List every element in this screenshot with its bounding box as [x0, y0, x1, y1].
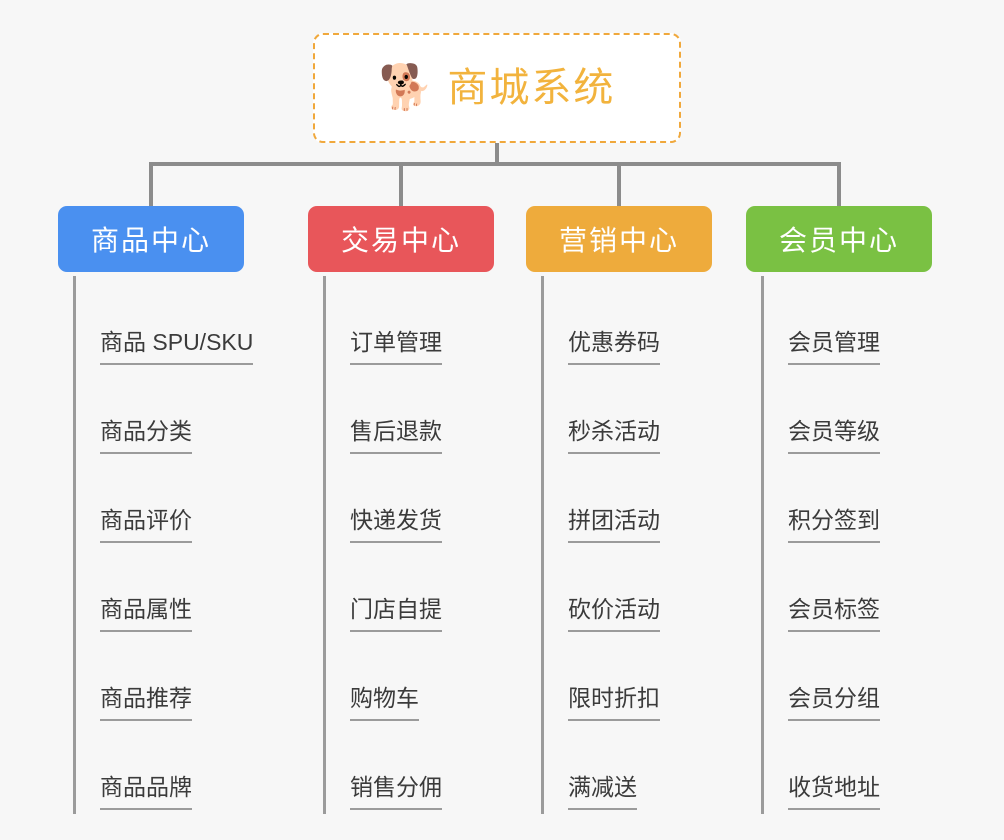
- list-item[interactable]: 商品推荐: [58, 632, 244, 721]
- list-item-label: 砍价活动: [568, 596, 660, 632]
- branch-items-marketing-center: 优惠券码 秒杀活动 拼团活动 砍价活动 限时折扣 满减送: [526, 272, 712, 814]
- list-item-label: 满减送: [568, 774, 637, 810]
- list-item-label: 购物车: [350, 685, 419, 721]
- list-item[interactable]: 商品品牌: [58, 721, 244, 810]
- list-item-label: 销售分佣: [350, 774, 442, 810]
- list-item-label: 会员标签: [788, 596, 880, 632]
- list-item[interactable]: 秒杀活动: [526, 365, 712, 454]
- list-item-label: 门店自提: [350, 596, 442, 632]
- list-item[interactable]: 订单管理: [308, 276, 494, 365]
- branch-items-trade-center: 订单管理 售后退款 快递发货 门店自提 购物车 销售分佣: [308, 272, 494, 814]
- branch-trade-center: 交易中心 订单管理 售后退款 快递发货 门店自提 购物车 销售分佣: [308, 206, 494, 814]
- connector-bus: [149, 162, 841, 166]
- list-item-label: 商品评价: [100, 507, 192, 543]
- list-item[interactable]: 限时折扣: [526, 632, 712, 721]
- branch-header-marketing-center[interactable]: 营销中心: [526, 206, 712, 272]
- branch-spine: [323, 276, 326, 814]
- branch-member-center: 会员中心 会员管理 会员等级 积分签到 会员标签 会员分组 收货地址: [746, 206, 932, 814]
- list-item-label: 会员管理: [788, 329, 880, 365]
- list-item-label: 会员等级: [788, 418, 880, 454]
- connector-drop-1: [149, 162, 153, 208]
- branch-spine: [73, 276, 76, 814]
- list-item[interactable]: 拼团活动: [526, 454, 712, 543]
- list-item[interactable]: 砍价活动: [526, 543, 712, 632]
- branch-spine: [761, 276, 764, 814]
- branch-header-member-center[interactable]: 会员中心: [746, 206, 932, 272]
- list-item[interactable]: 售后退款: [308, 365, 494, 454]
- list-item[interactable]: 销售分佣: [308, 721, 494, 810]
- list-item-label: 商品属性: [100, 596, 192, 632]
- list-item-label: 商品推荐: [100, 685, 192, 721]
- list-item-label: 商品 SPU/SKU: [100, 329, 254, 365]
- connector-drop-3: [617, 162, 621, 208]
- list-item[interactable]: 商品分类: [58, 365, 244, 454]
- branch-title: 营销中心: [558, 225, 679, 256]
- list-item[interactable]: 会员标签: [746, 543, 932, 632]
- list-item[interactable]: 会员等级: [746, 365, 932, 454]
- branch-product-center: 商品中心 商品 SPU/SKU 商品分类 商品评价 商品属性 商品推荐 商品品牌: [58, 206, 254, 814]
- connector-drop-2: [399, 162, 403, 208]
- branch-title: 交易中心: [340, 225, 461, 256]
- list-item[interactable]: 商品 SPU/SKU: [58, 276, 254, 365]
- list-item-label: 商品品牌: [100, 774, 192, 810]
- branch-header-product-center[interactable]: 商品中心: [58, 206, 244, 272]
- list-item-label: 收货地址: [788, 774, 880, 810]
- list-item[interactable]: 收货地址: [746, 721, 932, 810]
- list-item[interactable]: 商品评价: [58, 454, 244, 543]
- list-item[interactable]: 会员分组: [746, 632, 932, 721]
- list-item[interactable]: 满减送: [526, 721, 712, 810]
- list-item[interactable]: 会员管理: [746, 276, 932, 365]
- list-item-label: 优惠券码: [568, 329, 660, 365]
- list-item[interactable]: 积分签到: [746, 454, 932, 543]
- branch-title: 商品中心: [90, 225, 211, 256]
- connector-stem: [495, 143, 499, 164]
- list-item[interactable]: 优惠券码: [526, 276, 712, 365]
- list-item-label: 限时折扣: [568, 685, 660, 721]
- list-item[interactable]: 商品属性: [58, 543, 244, 632]
- root-node[interactable]: 🐕 商城系统: [313, 33, 681, 143]
- branch-spine: [541, 276, 544, 814]
- list-item-label: 会员分组: [788, 685, 880, 721]
- list-item-label: 售后退款: [350, 418, 442, 454]
- branch-marketing-center: 营销中心 优惠券码 秒杀活动 拼团活动 砍价活动 限时折扣 满减送: [526, 206, 712, 814]
- branch-items-product-center: 商品 SPU/SKU 商品分类 商品评价 商品属性 商品推荐 商品品牌: [58, 272, 254, 814]
- list-item[interactable]: 快递发货: [308, 454, 494, 543]
- list-item-label: 订单管理: [350, 329, 442, 365]
- list-item-label: 积分签到: [788, 507, 880, 543]
- branch-items-member-center: 会员管理 会员等级 积分签到 会员标签 会员分组 收货地址: [746, 272, 932, 814]
- branch-header-trade-center[interactable]: 交易中心: [308, 206, 494, 272]
- list-item-label: 秒杀活动: [568, 418, 660, 454]
- root-title: 商城系统: [447, 66, 616, 110]
- list-item-label: 拼团活动: [568, 507, 660, 543]
- connector-drop-4: [837, 162, 841, 208]
- list-item[interactable]: 门店自提: [308, 543, 494, 632]
- branch-title: 会员中心: [778, 225, 899, 256]
- list-item-label: 商品分类: [100, 418, 192, 454]
- list-item[interactable]: 购物车: [308, 632, 494, 721]
- list-item-label: 快递发货: [350, 507, 442, 543]
- shiba-dog-emoji: 🐕: [378, 63, 434, 112]
